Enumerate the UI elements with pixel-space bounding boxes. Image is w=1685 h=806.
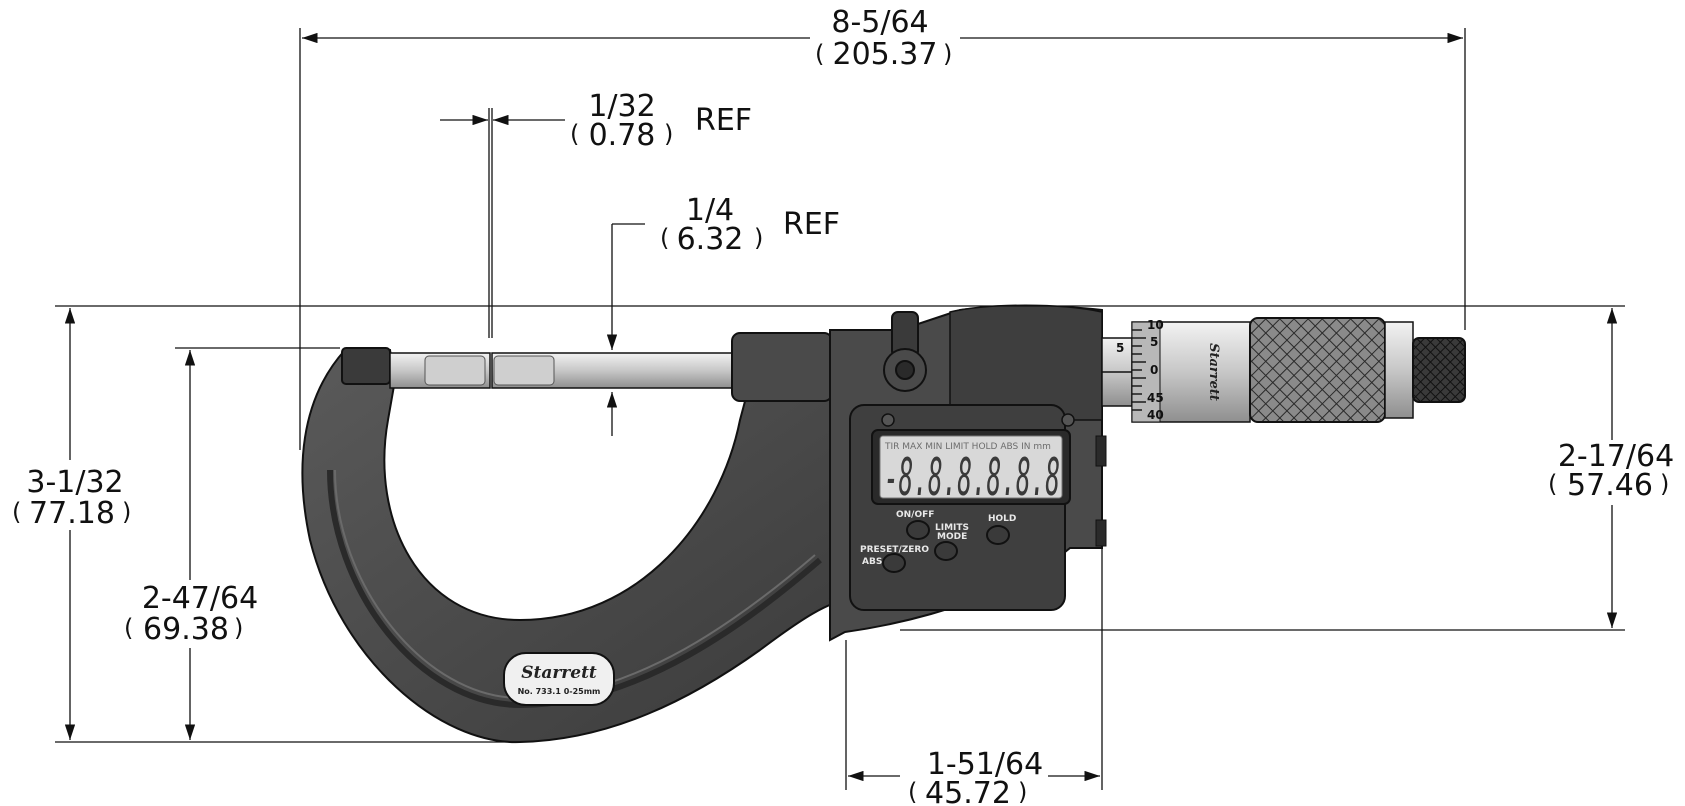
overall-height-mm: 77.18 [29,496,115,531]
brand-model: No. 733.1 0-25mm [518,687,601,696]
brand-badge: Starrett No. 733.1 0-25mm [503,652,615,706]
dimension-lines [55,28,1625,790]
svg-text:): ) [754,224,763,252]
svg-text:(: ( [660,224,669,252]
svg-text:): ) [234,614,243,642]
anvil-gap-ref: REF [695,103,752,138]
label-on-off: ON/OFF [896,510,934,520]
svg-text:): ) [943,40,952,68]
label-preset: PRESET/ZERO [860,545,929,555]
anvil-gap-mm: 0.78 [589,118,656,153]
knurled-grip[interactable] [1249,317,1386,423]
spindle-dia-frac: 1/4 [686,193,734,228]
svg-text:): ) [664,120,673,148]
lock-lever-icon[interactable] [883,311,927,392]
side-button[interactable] [1095,519,1107,547]
svg-text:(: ( [908,778,917,806]
thimble-scale-5: 5 [1150,335,1158,349]
thimble[interactable]: 10 5 0 45 40 Starrett [1131,318,1251,423]
label-hold: HOLD [988,514,1016,524]
svg-text:): ) [1018,778,1027,806]
dimension-labels: 8-5/64 ( 205.37 ) 1/32 ( 0.78 ) REF 1/4 … [12,5,1674,806]
thimble-scale-0: 0 [1150,363,1158,377]
display-panel: TIR MAX MIN LIMIT HOLD ABS IN mm -8.8.8.… [849,404,1075,611]
svg-text:(: ( [815,40,824,68]
display-height-mm: 57.46 [1567,468,1653,503]
svg-text:(: ( [1548,470,1557,498]
svg-text:(: ( [570,120,579,148]
on-off-button[interactable] [906,520,930,540]
limits-mode-button[interactable] [934,541,958,561]
brand-name: Starrett [521,663,597,683]
display-width-frac: 1-51/64 [927,747,1043,782]
display-height-frac: 2-17/64 [1558,439,1674,474]
label-limits: LIMITS [935,523,969,533]
spindle-housing [731,332,833,402]
micrometer: TIR MAX MIN LIMIT HOLD ABS IN mm -8.8.8.… [301,304,1466,744]
hold-button[interactable] [986,525,1010,545]
spindle-dia-mm: 6.32 [677,222,744,257]
thimble-brand: Starrett [1206,343,1221,401]
thimble-scale-45: 45 [1147,391,1164,405]
label-mode: MODE [937,532,967,542]
ratchet-knob[interactable] [1412,337,1466,403]
anvil-gap-frac: 1/32 [588,89,655,124]
overall-length-frac: 8-5/64 [831,5,928,40]
overall-height-frac: 3-1/32 [26,465,123,500]
frame-height-frac: 2-47/64 [142,581,258,616]
svg-text:): ) [122,498,131,526]
anvil-block [341,347,391,385]
spindle-dia-ref: REF [783,207,840,242]
thimble-scale-40: 40 [1147,408,1164,422]
sleeve-mark: 5 [1116,341,1124,355]
thimble-scale-10: 10 [1147,318,1164,332]
display-width-mm: 45.72 [925,776,1011,806]
svg-text:(: ( [12,498,21,526]
preset-abs-button[interactable] [882,553,906,573]
overall-length-mm: 205.37 [833,37,938,72]
svg-text:): ) [1660,470,1669,498]
c-frame [301,343,862,744]
label-abs: ABS [862,557,882,567]
lcd-annunciators: TIR MAX MIN LIMIT HOLD ABS IN mm [884,442,1051,452]
side-port [1095,435,1107,467]
frame-height-mm: 69.38 [143,612,229,647]
lcd-digits: -8.8.8.8.8.8 [884,448,1060,508]
svg-text:(: ( [124,614,133,642]
